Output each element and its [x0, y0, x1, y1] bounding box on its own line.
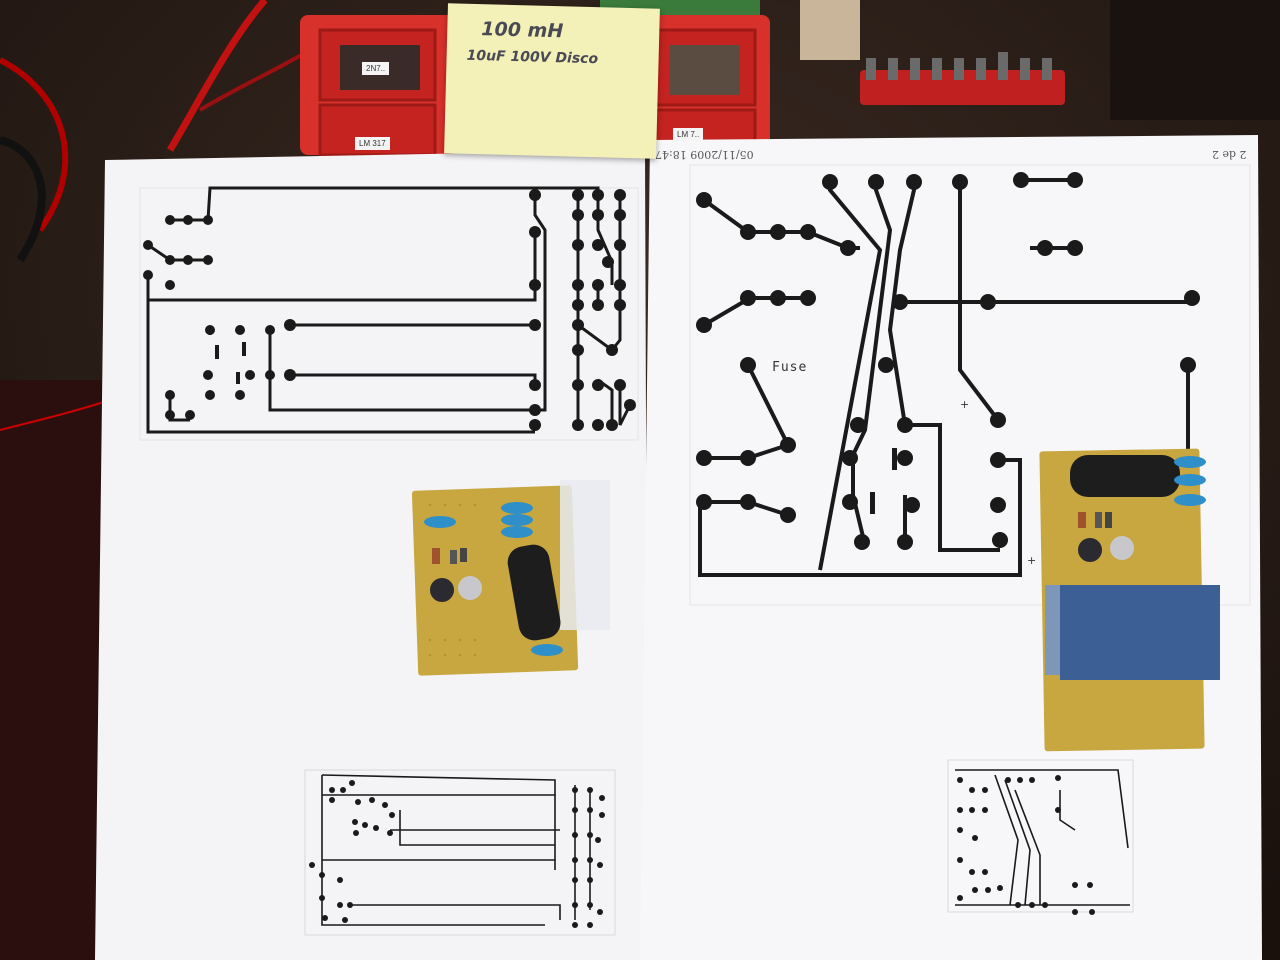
sticky-note: 100 mH 10uF 100V Disco [444, 3, 660, 159]
left-printout-sheet [95, 150, 648, 960]
perfboard-left [411, 480, 610, 676]
print-page-number: 2 de 2 [1212, 148, 1247, 161]
right-printout-sheet [640, 135, 1262, 960]
storage-label-1: 2N7.. [362, 62, 390, 75]
bit-holder [860, 52, 1065, 105]
svg-text:+: + [1027, 554, 1036, 567]
storage-label-2: LM 317 [355, 137, 390, 150]
perfboard-right [1039, 448, 1220, 752]
left-pcb-layout-small [304, 769, 616, 936]
print-date-stamp: 05/11/2009 18:47 [655, 148, 754, 161]
right-pcb-layout [689, 164, 1251, 606]
svg-text:+: + [960, 398, 969, 411]
left-pcb-pads-small [309, 780, 605, 928]
storage-label-3: LM 7.. [673, 128, 704, 141]
sticky-note-line-1: 100 mH [481, 18, 564, 43]
sticky-note-line-2: 10uF 100V Disco [466, 47, 599, 68]
fuse-label: Fuse [772, 360, 808, 375]
right-pcb-pads [696, 172, 1200, 550]
right-pcb-layout-small [947, 759, 1134, 913]
left-pcb-pads [143, 189, 636, 431]
right-pcb-pads-small [957, 775, 1095, 915]
